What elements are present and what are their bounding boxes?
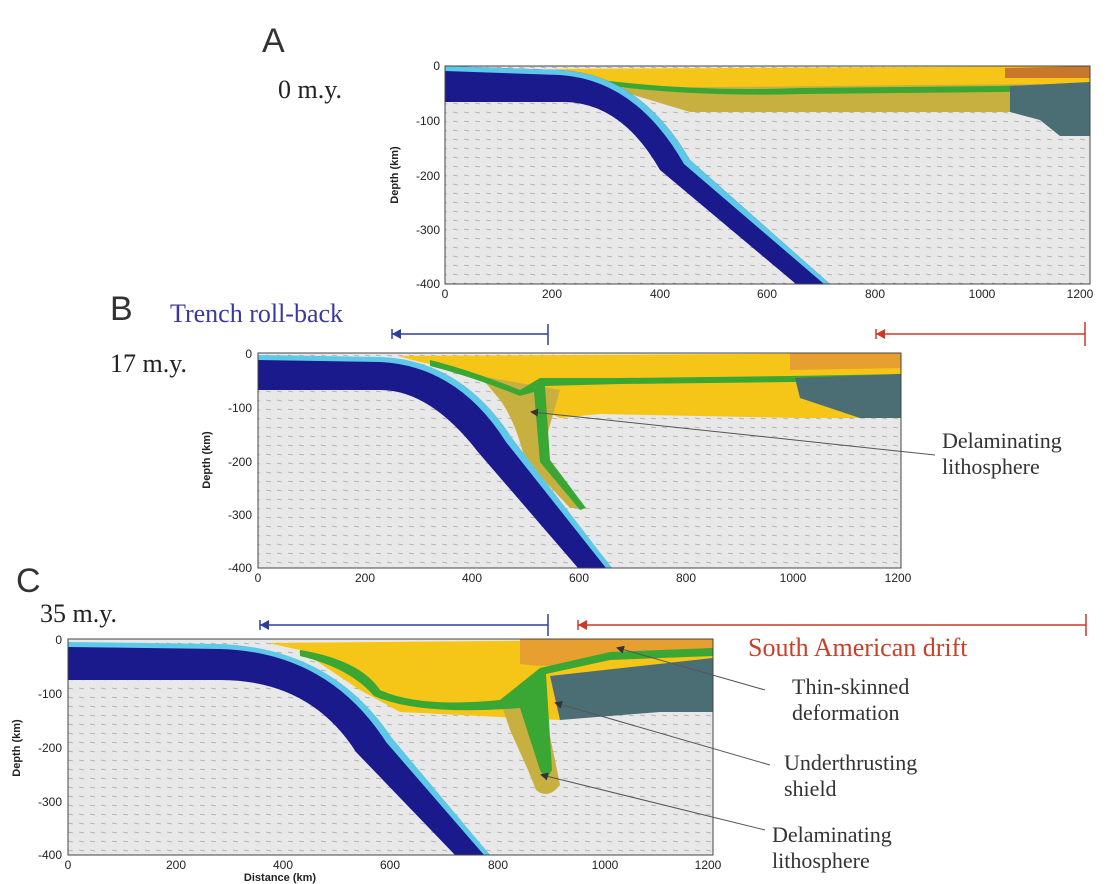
y-tick: -200 bbox=[416, 169, 440, 183]
x-ticks-c: 0 200 400 600 800 1000 1200 bbox=[65, 858, 722, 872]
rollback-arrow-c bbox=[259, 614, 549, 636]
panel-age-c: 35 m.y. bbox=[40, 599, 117, 628]
lithosphere-root bbox=[480, 376, 585, 508]
y-tick: -400 bbox=[228, 561, 252, 575]
x-tick: 600 bbox=[380, 858, 400, 872]
panel-age-a: 0 m.y. bbox=[278, 75, 342, 104]
x-tick: 0 bbox=[255, 571, 262, 585]
crust-orange bbox=[790, 353, 901, 370]
subducting-slab bbox=[258, 356, 612, 568]
y-tick: -300 bbox=[38, 795, 62, 809]
y-tick: -300 bbox=[228, 508, 252, 522]
y-tick: -400 bbox=[416, 277, 440, 291]
x-tick: 1200 bbox=[885, 571, 912, 585]
x-tick: 200 bbox=[355, 571, 375, 585]
south-american-drift-label: South American drift bbox=[748, 633, 968, 662]
x-ticks-a: 0 200 400 600 800 1000 1200 bbox=[442, 287, 1094, 301]
x-tick: 600 bbox=[569, 571, 589, 585]
annotation-line: shield bbox=[784, 776, 837, 801]
panel-a: A 0 m.y. Depth (km) 0 -100 -200 -300 -40… bbox=[262, 22, 1094, 301]
shield-block bbox=[795, 374, 901, 418]
x-tick: 200 bbox=[166, 858, 186, 872]
y-tick: 0 bbox=[433, 59, 440, 73]
x-tick: 1000 bbox=[592, 858, 619, 872]
y-axis-title: Depth (km) bbox=[201, 431, 213, 489]
x-ticks-b: 0 200 400 600 800 1000 1200 bbox=[255, 571, 912, 585]
x-tick: 800 bbox=[676, 571, 696, 585]
x-tick: 0 bbox=[442, 287, 449, 301]
annotation-line: Thin-skinned bbox=[792, 674, 909, 699]
x-tick: 1200 bbox=[695, 858, 722, 872]
drift-arrow-c bbox=[577, 614, 1087, 636]
x-tick: 800 bbox=[865, 287, 885, 301]
y-tick: 0 bbox=[55, 633, 62, 647]
y-ticks-a: 0 -100 -200 -300 -400 bbox=[416, 59, 440, 291]
y-axis-title: Depth (km) bbox=[11, 719, 23, 777]
y-tick: -100 bbox=[228, 401, 252, 415]
model-field-c bbox=[67, 638, 714, 856]
x-tick: 0 bbox=[65, 858, 72, 872]
x-tick: 600 bbox=[757, 287, 777, 301]
shield-block bbox=[550, 658, 713, 720]
y-tick: -200 bbox=[38, 741, 62, 755]
subducting-slab bbox=[68, 643, 490, 855]
x-tick: 400 bbox=[462, 571, 482, 585]
y-tick: 0 bbox=[245, 347, 252, 361]
overriding-crust bbox=[398, 353, 901, 418]
y-tick: -200 bbox=[228, 455, 252, 469]
y-ticks-b: 0 -100 -200 -300 -400 bbox=[228, 347, 252, 575]
shield-cover bbox=[1005, 66, 1090, 78]
thin-skinned-callout: Thin-skinned deformation bbox=[616, 645, 909, 725]
x-tick: 200 bbox=[542, 287, 562, 301]
model-field-b bbox=[257, 352, 902, 569]
x-tick: 400 bbox=[650, 287, 670, 301]
delaminating-callout-b: Delaminating lithosphere bbox=[530, 408, 1062, 479]
panel-age-b: 17 m.y. bbox=[110, 349, 187, 378]
panel-b: B Trench roll-back 17 m.y. Dept bbox=[110, 290, 1086, 585]
weak-zone bbox=[600, 80, 1090, 95]
shield-block bbox=[1010, 82, 1090, 136]
delaminating-callout-c: Delaminating lithosphere bbox=[540, 772, 892, 873]
subducting-slab bbox=[445, 66, 830, 284]
x-tick: 1200 bbox=[1067, 287, 1094, 301]
y-ticks-c: 0 -100 -200 -300 -400 bbox=[38, 633, 62, 862]
x-tick: 1000 bbox=[780, 571, 807, 585]
underthrusting-callout: Underthrusting shield bbox=[554, 700, 917, 801]
weak-zone bbox=[300, 648, 713, 780]
annotation-line: Delaminating bbox=[942, 428, 1062, 453]
frame bbox=[257, 352, 902, 569]
x-axis-title: Distance (km) bbox=[244, 872, 316, 884]
frame bbox=[444, 65, 1091, 285]
trench-rollback-label: Trench roll-back bbox=[170, 299, 343, 328]
panel-letter-a: A bbox=[262, 22, 285, 60]
y-tick: -100 bbox=[38, 687, 62, 701]
x-tick: 400 bbox=[273, 858, 293, 872]
annotation-line: Delaminating bbox=[772, 822, 892, 847]
rollback-arrow-b bbox=[391, 324, 549, 345]
annotation-line: Underthrusting bbox=[784, 750, 917, 775]
frame bbox=[67, 638, 714, 856]
drift-arrow-b bbox=[875, 322, 1086, 346]
panel-letter-b: B bbox=[110, 290, 133, 328]
panel-letter-c: C bbox=[16, 562, 41, 600]
y-axis-title: Depth (km) bbox=[389, 146, 401, 204]
y-tick: -300 bbox=[416, 223, 440, 237]
model-field-a bbox=[444, 65, 1091, 285]
y-tick: -400 bbox=[38, 848, 62, 862]
x-tick: 800 bbox=[488, 858, 508, 872]
annotation-line: lithosphere bbox=[772, 848, 870, 873]
panel-c: C 35 m.y. South American drift Depth bbox=[11, 562, 1087, 884]
annotation-line: deformation bbox=[792, 700, 900, 725]
weak-zone bbox=[430, 360, 901, 510]
annotation-line: lithosphere bbox=[942, 454, 1040, 479]
y-tick: -100 bbox=[416, 114, 440, 128]
x-tick: 1000 bbox=[969, 287, 996, 301]
